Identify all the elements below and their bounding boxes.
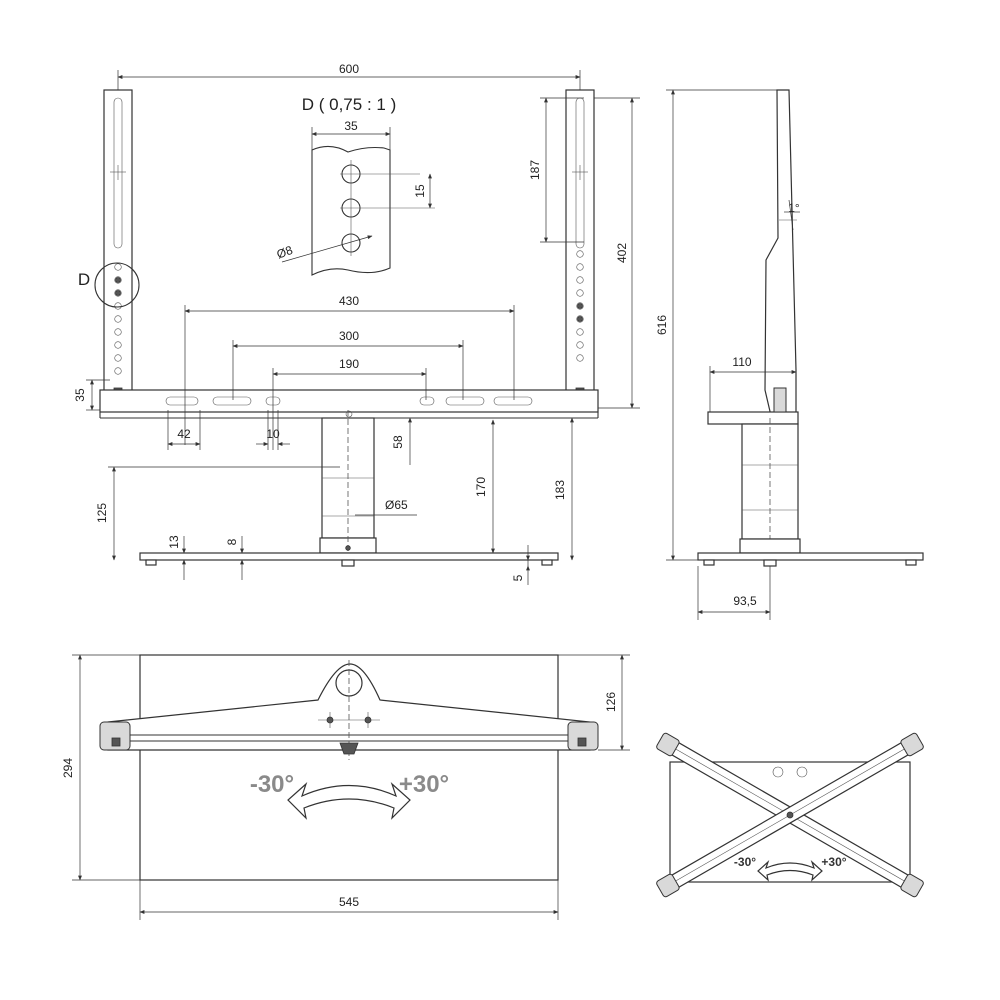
rotated-left-label: -30° [734, 855, 756, 869]
cross-bar-slots [165, 396, 533, 406]
dim-126: 126 [604, 692, 618, 712]
rotated-arrow-icon [757, 860, 823, 882]
top-left-end-cap [99, 721, 131, 751]
detail-d: D ( 0,75 : 1 ) 35 15 Ø8 [275, 95, 435, 276]
left-upright-holes [114, 263, 122, 375]
side-dimensions: 616 110 1° 93,5 [655, 89, 800, 620]
dim-170: 170 [474, 477, 488, 497]
dim-5: 5 [511, 574, 525, 581]
dim-angle-1: 1° [788, 201, 800, 215]
front-view [94, 89, 599, 567]
detail-d-circle [94, 262, 140, 308]
dim-35: 35 [344, 119, 358, 133]
dim-58: 58 [391, 435, 405, 449]
rotated-top-view: -30° +30° [656, 732, 924, 898]
dim-35-side: 35 [73, 388, 87, 402]
dim-diameter-8: Ø8 [275, 243, 295, 262]
dim-402: 402 [615, 243, 629, 263]
side-view [697, 89, 924, 567]
rotation-right-label: +30° [399, 771, 449, 798]
right-upright [565, 89, 595, 411]
dim-183: 183 [553, 480, 567, 500]
base-plate [139, 552, 559, 561]
side-arm [707, 411, 799, 425]
right-upright-holes [576, 250, 584, 362]
cross-bar [99, 389, 599, 413]
dim-187: 187 [528, 160, 542, 180]
dim-125: 125 [95, 503, 109, 523]
dim-10: 10 [266, 427, 280, 441]
top-dimensions: 294 545 126 [61, 654, 630, 920]
dim-42: 42 [177, 427, 191, 441]
dim-600: 600 [339, 62, 359, 76]
dim-110: 110 [732, 355, 751, 369]
front-dimensions: 600 430 300 190 42 10 35 58 170 183 [73, 62, 640, 585]
dim-545: 545 [339, 895, 359, 909]
top-right-end-cap [567, 721, 599, 751]
dim-430: 430 [339, 294, 359, 308]
left-upright [103, 89, 133, 411]
dim-190: 190 [339, 357, 359, 371]
dim-93-5: 93,5 [733, 594, 757, 608]
side-base [697, 552, 924, 561]
rotated-right-label: +30° [821, 855, 846, 869]
detail-title: D ( 0,75 : 1 ) [302, 95, 396, 114]
rotation-arrow-icon [287, 782, 411, 820]
dim-294: 294 [61, 758, 75, 778]
dim-300: 300 [339, 329, 359, 343]
top-view: -30° +30° [99, 654, 599, 881]
dim-diameter-65: Ø65 [385, 498, 408, 512]
dim-8: 8 [225, 538, 239, 545]
detail-outline [311, 145, 391, 276]
rotation-left-label: -30° [250, 771, 294, 798]
dim-13: 13 [167, 535, 181, 549]
dim-616: 616 [655, 315, 669, 335]
detail-reference-label: D [78, 270, 90, 289]
side-upright [764, 89, 797, 421]
dim-15: 15 [413, 184, 427, 198]
